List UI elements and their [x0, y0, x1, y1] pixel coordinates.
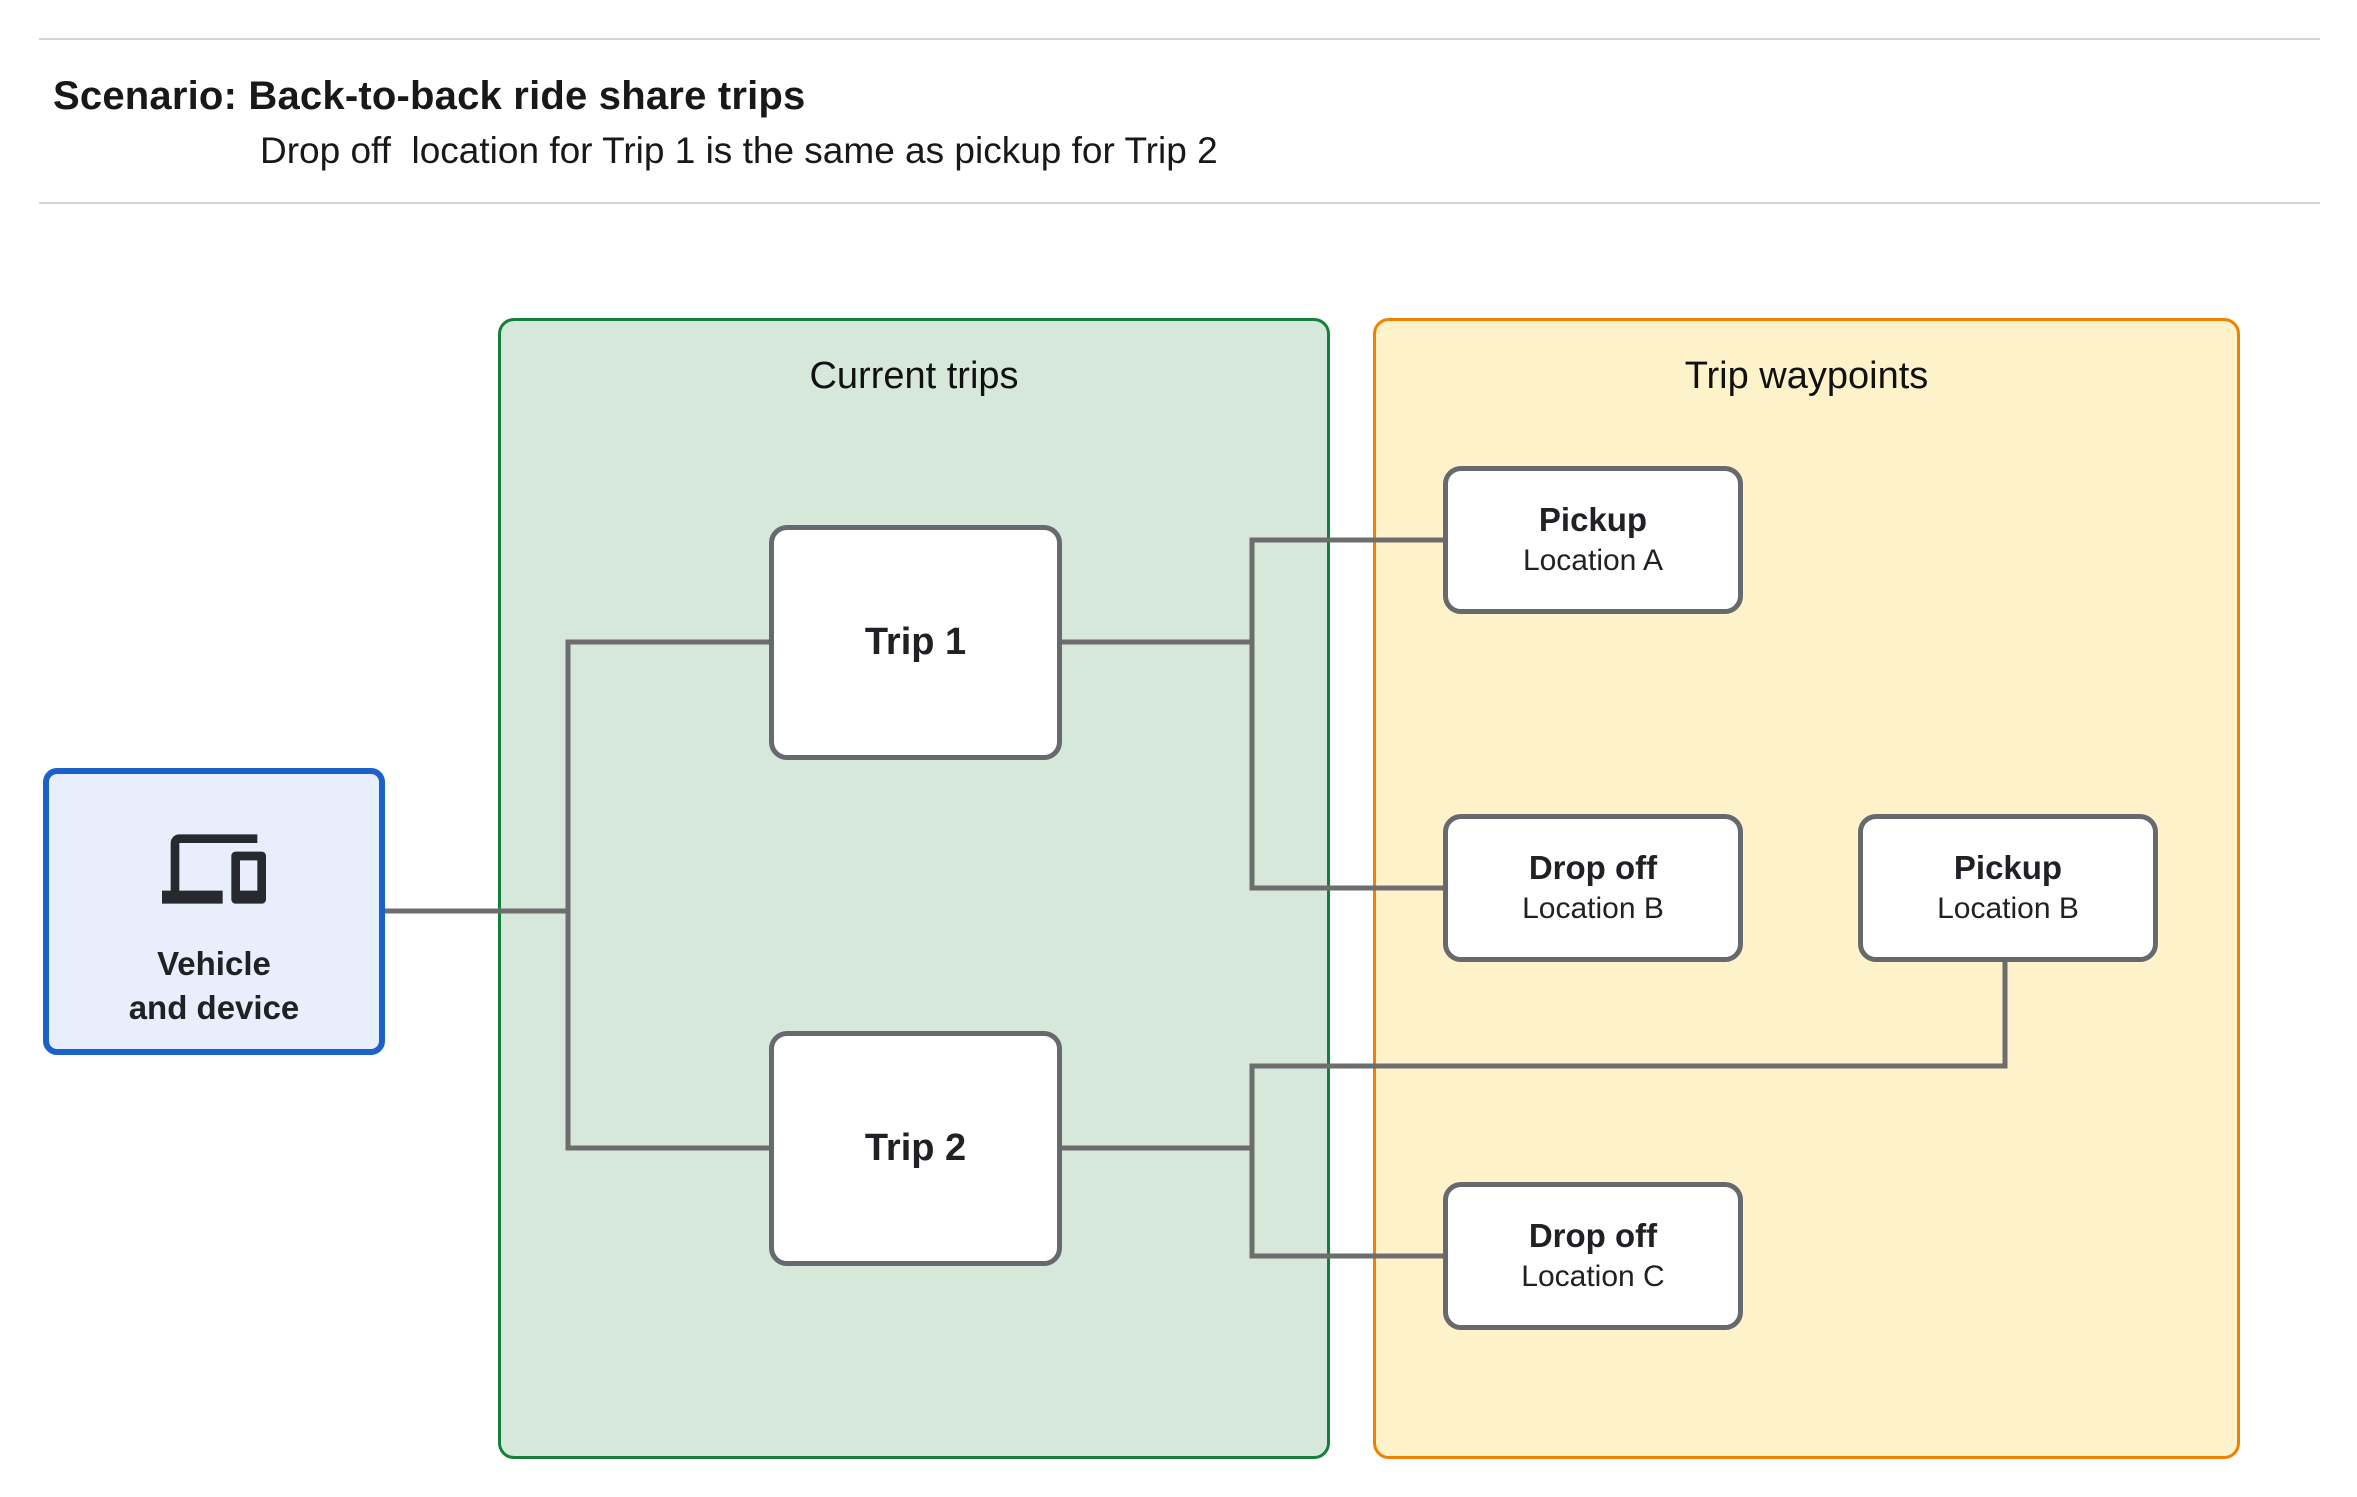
waypoint-subtitle: Location B: [1522, 892, 1664, 925]
waypoint-title: Drop off: [1528, 1217, 1658, 1254]
waypoint-subtitle: Location C: [1521, 1260, 1665, 1293]
vehicle-node: Vehicle and device: [43, 768, 385, 1055]
trip-1-label: Trip 1: [864, 621, 967, 663]
trip-node-1: Trip 1: [769, 525, 1062, 760]
waypoint-node-pickup-location-b: Pickup Location B: [1858, 814, 2158, 962]
trip-node-2: Trip 2: [769, 1031, 1062, 1266]
waypoint-node-dropoff-location-b: Drop off Location B: [1443, 814, 1743, 962]
page-subtitle: Drop off location for Trip 1 is the same…: [260, 130, 1218, 171]
devices-icon: [162, 814, 266, 924]
header-divider: [39, 202, 2320, 204]
vehicle-node-label: Vehicle and device: [129, 942, 300, 1030]
trip-2-label: Trip 2: [864, 1127, 967, 1169]
waypoint-title: Pickup: [1953, 849, 2063, 886]
page-title: Scenario: Back-to-back ride share trips: [53, 74, 806, 118]
waypoint-subtitle: Location A: [1522, 544, 1664, 577]
top-divider: [39, 38, 2320, 40]
panel-current-trips: Current trips: [498, 318, 1330, 1459]
waypoint-node-dropoff-location-c: Drop off Location C: [1443, 1182, 1743, 1330]
waypoint-title: Drop off: [1528, 849, 1658, 886]
panel-title-current-trips: Current trips: [809, 355, 1019, 397]
panel-title-trip-waypoints: Trip waypoints: [1684, 355, 1929, 397]
waypoint-title: Pickup: [1538, 501, 1648, 538]
waypoint-node-pickup-location-a: Pickup Location A: [1443, 466, 1743, 614]
vehicle-label-line1: Vehicle: [157, 945, 271, 982]
waypoint-subtitle: Location B: [1937, 892, 2079, 925]
vehicle-label-line2: and device: [128, 989, 300, 1026]
